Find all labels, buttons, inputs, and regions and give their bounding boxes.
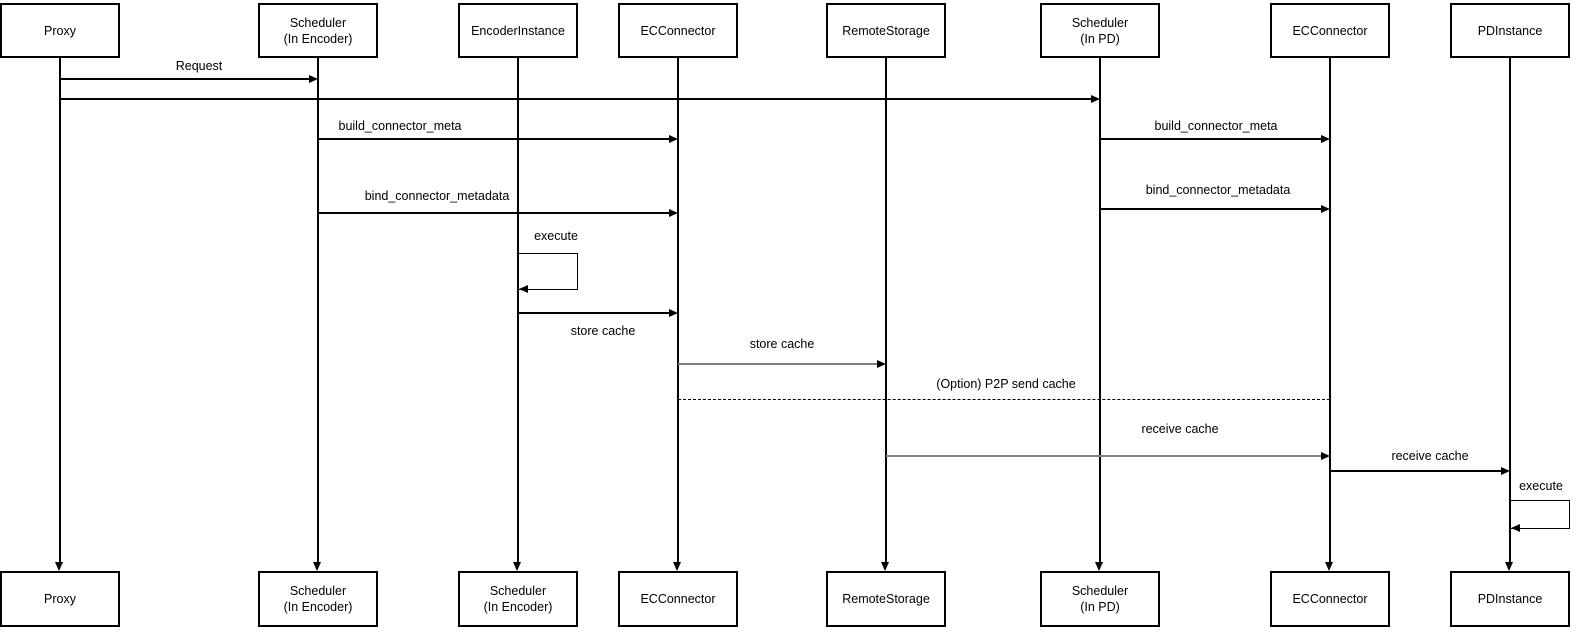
- arrowhead-down-icon: [1095, 562, 1103, 571]
- message-proxy-to-scheduler-pd: [60, 98, 1091, 100]
- lifeline-encoder-instance: [517, 58, 519, 562]
- message-label: build_connector_meta: [1154, 119, 1278, 133]
- lifeline-pd-instance: [1509, 58, 1511, 562]
- participant-label: RemoteStorage: [842, 23, 930, 38]
- message-label: store cache: [570, 324, 636, 338]
- message-label: bind_connector_metadata: [364, 189, 510, 203]
- lifeline-ec-connector-2: [1329, 58, 1331, 562]
- arrowhead-left-icon: [1511, 524, 1520, 532]
- participant-label: Proxy: [44, 23, 76, 38]
- message-p2p-send-cache: [678, 399, 1330, 400]
- top-box-ec-connector-2: ECConnector: [1270, 3, 1390, 58]
- message-label: receive cache: [1391, 449, 1469, 463]
- message-label: (Option) P2P send cache: [936, 377, 1076, 391]
- top-box-pd-instance: PDInstance: [1450, 3, 1570, 58]
- message-label: execute: [1519, 479, 1563, 493]
- message-label: Request: [175, 59, 223, 73]
- top-box-ec-connector-1: ECConnector: [618, 3, 738, 58]
- message-store-cache-encoder-instance: [518, 312, 669, 314]
- participant-label: ECConnector: [640, 23, 716, 38]
- participant-label: ECConnector: [1292, 23, 1368, 38]
- arrowhead-right-icon: [669, 309, 678, 317]
- message-build-connector-meta-pd: [1100, 138, 1321, 140]
- arrowhead-right-icon: [1091, 95, 1100, 103]
- arrowhead-right-icon: [1501, 467, 1510, 475]
- message-label: store cache: [749, 337, 815, 351]
- participant-label: (In Encoder): [283, 31, 353, 46]
- arrowhead-right-icon: [1321, 135, 1330, 143]
- bottom-box-remote-storage: RemoteStorage: [826, 571, 946, 627]
- arrowhead-left-icon: [519, 285, 528, 293]
- participant-label: ECConnector: [640, 592, 716, 606]
- arrowhead-right-icon: [309, 75, 318, 83]
- bottom-box-scheduler-in-encoder-2: Scheduler (In Encoder): [458, 571, 578, 627]
- participant-label: RemoteStorage: [842, 592, 930, 606]
- arrowhead-right-icon: [877, 360, 886, 368]
- arrowhead-down-icon: [313, 562, 321, 571]
- top-box-scheduler-in-encoder: Scheduler (In Encoder): [258, 3, 378, 58]
- arrowhead-down-icon: [513, 562, 521, 571]
- arrowhead-down-icon: [881, 562, 889, 571]
- participant-label: Scheduler: [1071, 584, 1129, 598]
- arrowhead-down-icon: [673, 562, 681, 571]
- participant-label: Scheduler: [289, 584, 347, 598]
- arrowhead-down-icon: [1325, 562, 1333, 571]
- participant-label: PDInstance: [1477, 23, 1543, 38]
- bottom-box-proxy: Proxy: [0, 571, 120, 627]
- top-box-scheduler-in-pd: Scheduler (In PD): [1040, 3, 1160, 58]
- participant-label: EncoderInstance: [471, 23, 565, 38]
- participant-label: PDInstance: [1477, 592, 1543, 606]
- message-bind-connector-metadata-encoder: [318, 212, 669, 214]
- bottom-box-ec-connector-2: ECConnector: [1270, 571, 1390, 627]
- self-message-execute-pd: [1510, 500, 1570, 529]
- arrowhead-down-icon: [55, 562, 63, 571]
- lifeline-scheduler-in-encoder: [317, 58, 319, 562]
- message-request: [60, 78, 309, 80]
- bottom-box-scheduler-in-encoder: Scheduler (In Encoder): [258, 571, 378, 627]
- message-receive-cache-remote: [886, 455, 1321, 457]
- participant-label: (In Encoder): [283, 600, 353, 614]
- message-label: receive cache: [1141, 422, 1219, 436]
- arrowhead-down-icon: [1505, 562, 1513, 571]
- participant-label: Proxy: [44, 592, 76, 606]
- message-label: execute: [534, 229, 578, 243]
- arrowhead-right-icon: [1321, 205, 1330, 213]
- top-box-remote-storage: RemoteStorage: [826, 3, 946, 58]
- participant-label: Scheduler: [489, 584, 547, 598]
- message-label: bind_connector_metadata: [1145, 183, 1291, 197]
- message-receive-cache-pd: [1330, 470, 1501, 472]
- message-store-cache-remote: [678, 363, 877, 365]
- message-bind-connector-metadata-pd: [1100, 208, 1321, 210]
- participant-label: Scheduler: [1071, 15, 1129, 30]
- bottom-box-pd-instance: PDInstance: [1450, 571, 1570, 627]
- lifeline-proxy: [59, 58, 61, 562]
- participant-label: ECConnector: [1292, 592, 1368, 606]
- arrowhead-right-icon: [669, 209, 678, 217]
- message-build-connector-meta-encoder: [318, 138, 669, 140]
- bottom-box-ec-connector-1: ECConnector: [618, 571, 738, 627]
- lifeline-scheduler-in-pd: [1099, 58, 1101, 562]
- top-box-proxy: Proxy: [0, 3, 120, 58]
- top-box-encoder-instance: EncoderInstance: [458, 3, 578, 58]
- participant-label: (In Encoder): [483, 600, 553, 614]
- self-message-execute-encoder: [518, 253, 578, 290]
- arrowhead-right-icon: [669, 135, 678, 143]
- participant-label: (In PD): [1080, 600, 1120, 614]
- participant-label: Scheduler: [289, 15, 347, 30]
- participant-label: (In PD): [1080, 31, 1120, 46]
- arrowhead-right-icon: [1321, 452, 1330, 460]
- bottom-box-scheduler-in-pd: Scheduler (In PD): [1040, 571, 1160, 627]
- message-label: build_connector_meta: [338, 119, 462, 133]
- lifeline-remote-storage: [885, 58, 887, 562]
